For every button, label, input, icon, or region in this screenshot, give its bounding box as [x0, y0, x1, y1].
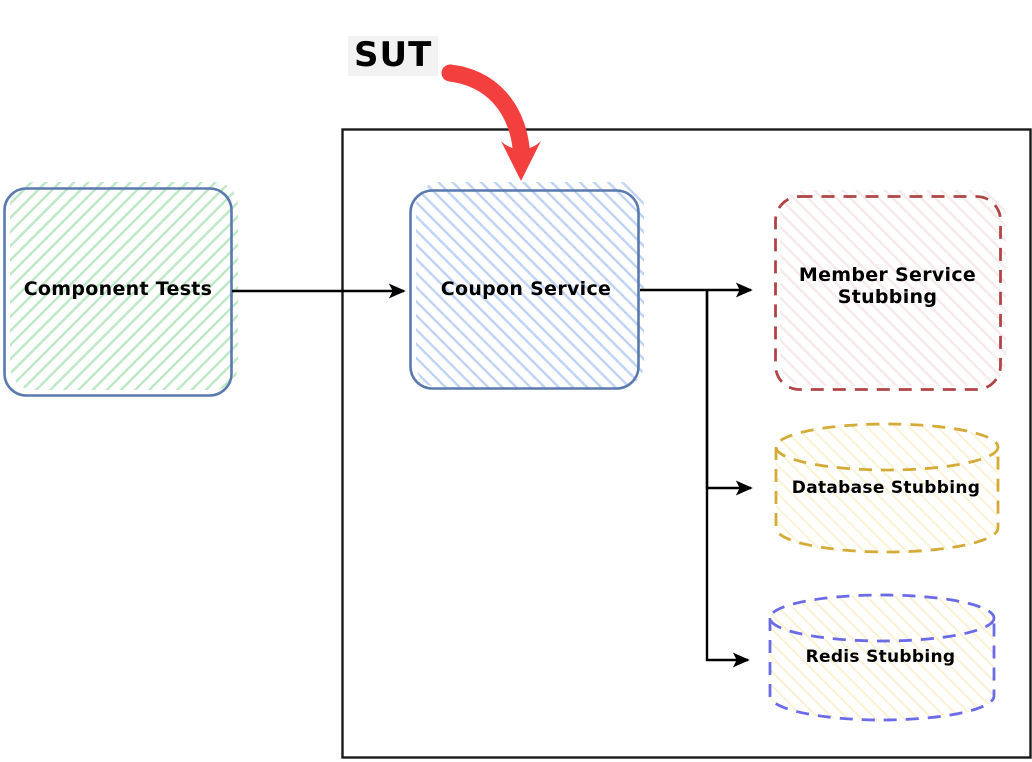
sut-boundary-box: [341, 128, 1032, 759]
component-tests-hatch: [10, 182, 238, 390]
member-service-hatch: [780, 190, 1006, 386]
node-member-service-stubbing[interactable]: [774, 190, 1007, 391]
database-cylinder-outline: [774, 447, 1000, 554]
node-redis-stubbing[interactable]: [768, 593, 996, 722]
node-coupon-service[interactable]: [409, 182, 645, 390]
coupon-service-hatch: [416, 182, 644, 388]
member-service-border: [774, 195, 1002, 391]
redis-cylinder-outline: [768, 618, 996, 722]
redis-cylinder-body: [770, 618, 994, 721]
node-database-stubbing[interactable]: [774, 422, 1000, 554]
redis-cylinder-top-rim: [768, 593, 996, 643]
sut-annotation-label: SUT: [348, 36, 439, 76]
database-cylinder-top-fill: [776, 424, 998, 470]
edge-coupon-to-redis: [705, 290, 750, 668]
database-cylinder-top-rim: [774, 422, 1000, 472]
node-component-tests[interactable]: [3, 182, 239, 397]
coupon-service-border: [409, 189, 640, 390]
redis-cylinder-top-fill: [770, 595, 994, 641]
edge-coupon-to-database: [705, 290, 753, 496]
database-cylinder-body: [776, 447, 998, 554]
component-tests-border: [3, 187, 233, 397]
sut-annotation-arrow: [441, 64, 541, 181]
